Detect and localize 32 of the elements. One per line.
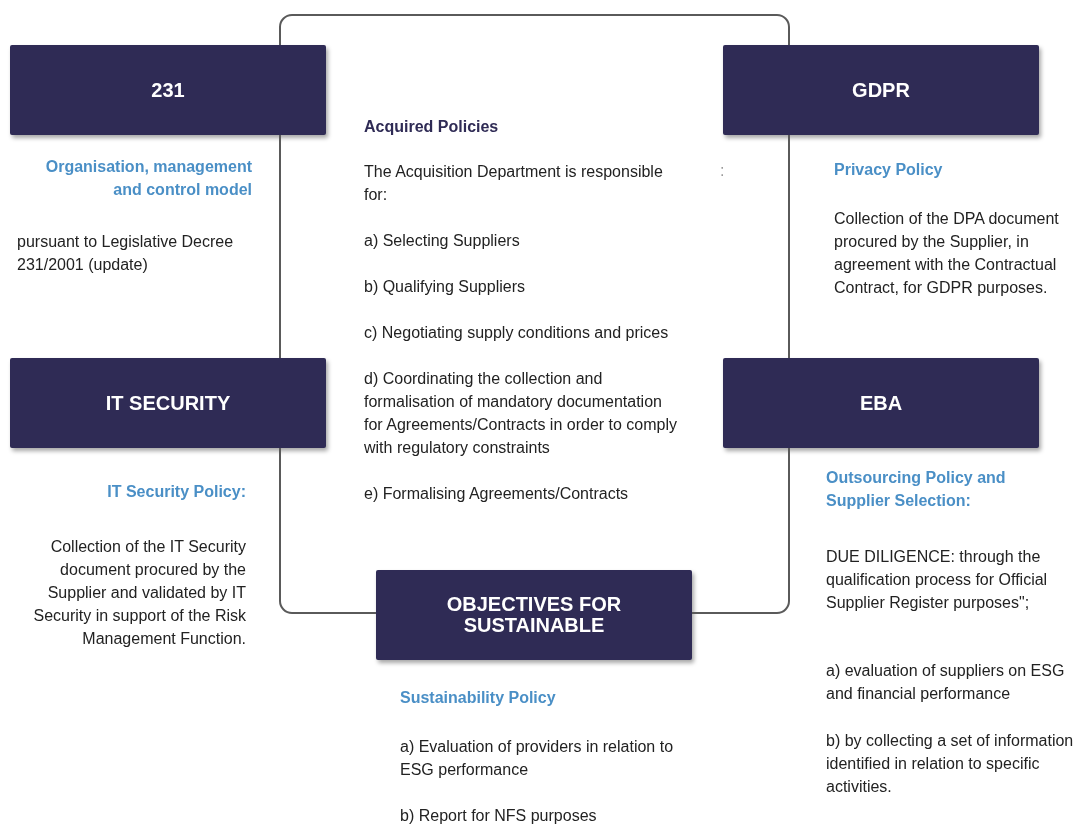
panel-text: a) Selecting Suppliers <box>364 231 521 251</box>
description-text: Collection of the DPA document procured by the Supplier, in agreement with the Contractual Contract, for GDPR purposes. <box>834 209 1060 298</box>
header-title: GDPR <box>852 79 910 101</box>
header-title: OBJECTIVES FOR SUSTAINABLE <box>445 594 623 636</box>
description-text: b) Report for NFS purposes <box>400 806 598 825</box>
panel-text: The Acquisition Department is responsible for: <box>364 162 664 205</box>
description-text: Collection of the IT Security document procured by the Supplier and validated by IT Security in support of the Risk Management Function. <box>32 537 246 649</box>
description-text: b) by collecting a set of information identified in relation to specific activities. <box>826 731 1075 797</box>
panel-text: b) Qualifying Suppliers <box>364 277 526 297</box>
description-text: pursuant to Legislative Decree 231/2001 (update) <box>17 232 235 275</box>
header-title: 231 <box>151 79 185 101</box>
panel-text: e) Formalising Agreements/Contracts <box>364 484 630 504</box>
section-heading: Privacy Policy <box>834 160 944 180</box>
section-heading: IT Security Policy: <box>106 482 246 502</box>
header-box <box>723 45 1039 135</box>
section-heading: Organisation, management and control model <box>44 157 252 200</box>
header-box <box>10 358 326 448</box>
header-box <box>10 45 326 135</box>
punctuation-mark: : <box>720 161 725 181</box>
description-text: a) Evaluation of providers in relation to ESG performance <box>400 737 675 780</box>
description-text: a) evaluation of suppliers on ESG and financial performance <box>826 661 1066 704</box>
section-heading: Sustainability Policy <box>400 688 557 708</box>
header-title: IT SECURITY <box>105 392 231 414</box>
header-box <box>376 570 692 660</box>
panel-text: d) Coordinating the collection and formalisation of mandatory documentation for Agreements/Contracts in order to comply with regulatory constraints <box>364 369 679 458</box>
header-box <box>723 358 1039 448</box>
frame-outline <box>279 14 790 614</box>
description-text: DUE DILIGENCE: through the qualification process for Official Supplier Register purposes"; <box>826 547 1049 613</box>
panel-heading: Acquired Policies <box>364 117 500 137</box>
header-title: EBA <box>859 392 903 414</box>
section-heading: Outsourcing Policy and Supplier Selection: <box>826 468 1007 511</box>
panel-text: c) Negotiating supply conditions and prices <box>364 323 670 343</box>
